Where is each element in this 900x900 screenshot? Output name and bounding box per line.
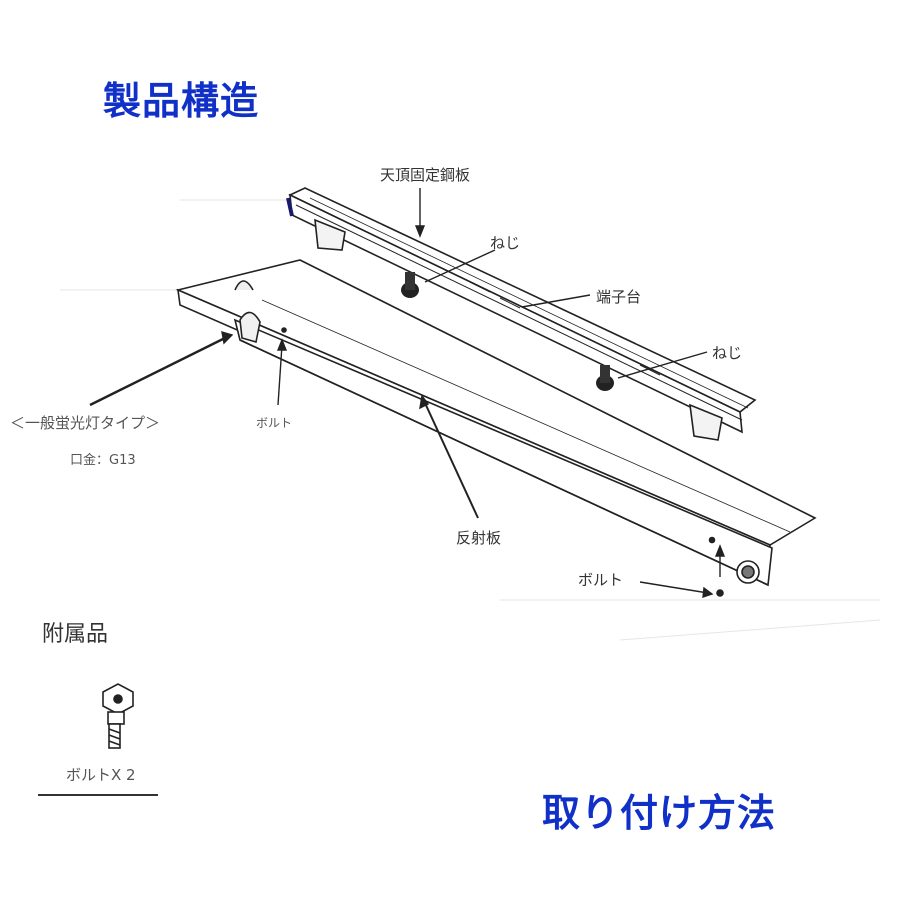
- label-ceiling-plate: 天頂固定鋼板: [380, 166, 471, 184]
- label-bolt-left: ボルト: [256, 416, 293, 430]
- accessory-bolt-shape: [102, 683, 134, 749]
- heading-product-structure: 製品構造: [103, 79, 260, 123]
- label-bolt-right: ボルト: [578, 571, 624, 589]
- screw-shapes: [401, 272, 614, 391]
- label-terminal-block: 端子台: [596, 288, 642, 306]
- accessory-divider: [38, 794, 158, 796]
- label-lamp-type: ＜一般蛍光灯タイプ＞: [10, 414, 161, 432]
- heading-installation: 取り付け方法: [542, 791, 777, 835]
- accessories-title: 附属品: [42, 622, 109, 647]
- leader-lines: [89, 188, 726, 599]
- label-screw-lower: ねじ: [712, 344, 743, 362]
- label-reflector: 反射板: [456, 529, 502, 547]
- accessory-item: ボルトX 2: [66, 766, 136, 784]
- label-screw-upper: ねじ: [490, 234, 521, 252]
- ceiling-plate-shape: [286, 187, 757, 441]
- label-base: 口金：G13: [70, 453, 136, 468]
- reflector-shape: [175, 259, 817, 597]
